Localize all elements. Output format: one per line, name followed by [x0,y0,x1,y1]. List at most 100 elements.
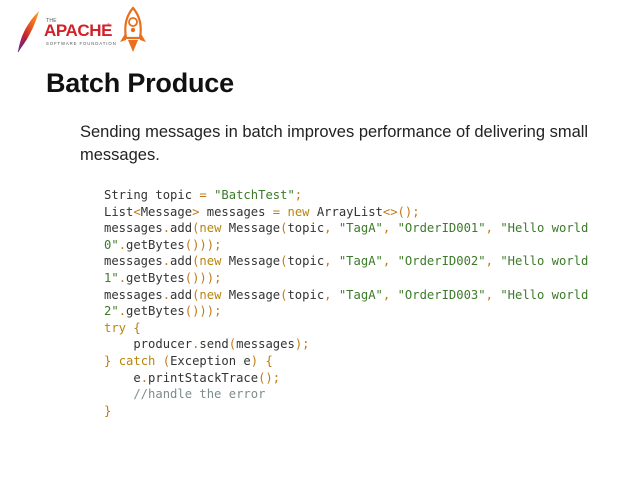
code-token: ( [280,221,288,236]
code-token: "Hello world [500,254,589,269]
code-token [332,254,339,268]
code-line: 1".getBytes())); [104,270,588,287]
code-token: String topic [104,188,200,202]
apache-logo: THE APACHE ® SOFTWARE FOUNDATION [12,6,152,56]
code-token: ())); [184,270,222,285]
code-token: getBytes [126,270,185,285]
code-token: "OrderID003" [397,287,486,302]
code-token: . [162,221,171,236]
logo-trademark: ® [107,22,110,27]
code-token: { [133,320,141,335]
code-token: ( [228,337,237,352]
code-token [332,221,339,235]
logo-subtitle-text: SOFTWARE FOUNDATION [46,41,117,46]
code-token: getBytes [126,237,185,252]
code-token: , [485,221,493,236]
code-token [332,288,339,302]
code-token: Message [221,254,281,269]
code-token: ())); [184,237,222,252]
code-token: , [485,287,493,302]
code-token: = [272,204,281,219]
code-token: new [199,221,222,236]
code-token: ( [280,254,288,269]
code-token [390,254,397,268]
code-line: producer.send(messages); [104,336,588,353]
code-token: messages [236,337,295,352]
code-line: messages.add(new Message(topic, "TagA", … [104,287,588,304]
code-token: List [104,204,134,219]
code-token: ())); [184,304,222,319]
slide-title: Batch Produce [46,68,234,98]
code-token: try [104,320,127,335]
code-token: ) [250,353,259,368]
code-line: 2".getBytes())); [104,303,588,320]
code-token [390,221,397,235]
slide-description: Sending messages in batch improves perfo… [80,123,589,164]
code-token: Message [221,221,281,236]
code-token: Message [140,204,193,219]
code-token: 0" [104,237,119,252]
code-token: , [324,287,332,302]
code-line: messages.add(new Message(topic, "TagA", … [104,253,588,270]
code-token: , [324,254,332,269]
code-token [155,354,162,368]
code-token: messages [104,221,163,236]
code-token: . [162,287,171,302]
code-token: add [170,287,193,302]
code-token: <>(); [382,204,420,219]
code-line: try { [104,320,588,337]
code-token: . [118,304,127,319]
code-token: //handle the error [104,387,266,402]
code-token: new [199,287,222,302]
code-token: { [265,353,273,368]
code-token: ArrayList [309,204,383,219]
code-token: . [118,237,127,252]
code-token: messages [104,254,163,269]
code-token: new [199,254,222,269]
code-token: Message [221,287,281,302]
code-line: } [104,403,588,420]
code-token: ; [294,188,303,202]
code-token: "OrderID002" [397,254,486,269]
code-token: "BatchTest" [214,188,295,202]
code-token: "TagA" [338,287,383,302]
code-token: > [192,204,200,219]
code-line: List<Message> messages = new ArrayList<>… [104,204,588,221]
code-token: Exception e [170,353,251,368]
code-line: } catch (Exception e) { [104,353,588,370]
apache-feather-icon [17,11,39,53]
code-token: "TagA" [338,254,383,269]
code-token: add [170,254,193,269]
code-token: } [104,403,112,418]
rocketmq-logo-icon [120,6,146,52]
code-token: 1" [104,270,119,285]
code-token: messages [104,287,163,302]
code-line: e.printStackTrace(); [104,370,588,387]
code-token: messages [199,204,273,219]
code-token: , [485,254,493,269]
code-token: < [133,204,141,219]
code-line: //handle the error [104,386,588,403]
code-token: e [104,370,141,385]
code-token: , [324,221,332,236]
code-token: . [140,370,149,385]
code-token: } [104,353,112,368]
code-token: ( [192,221,200,236]
code-token: send [199,337,229,352]
code-token [111,354,118,368]
code-token: printStackTrace [148,370,259,385]
code-line: 0".getBytes())); [104,237,588,254]
code-token: = [199,188,207,202]
logo-brand-text: APACHE [44,21,113,40]
code-token [390,288,397,302]
code-token: . [192,337,200,352]
code-token: . [118,270,127,285]
code-token: (); [258,370,281,385]
code-token: topic [287,254,325,269]
code-block: String topic = "BatchTest";List<Message>… [104,187,588,419]
code-token: , [382,221,391,236]
code-token: ); [294,337,310,352]
code-token: , [382,254,391,269]
code-token: "Hello world [500,287,589,302]
code-token [207,188,214,202]
